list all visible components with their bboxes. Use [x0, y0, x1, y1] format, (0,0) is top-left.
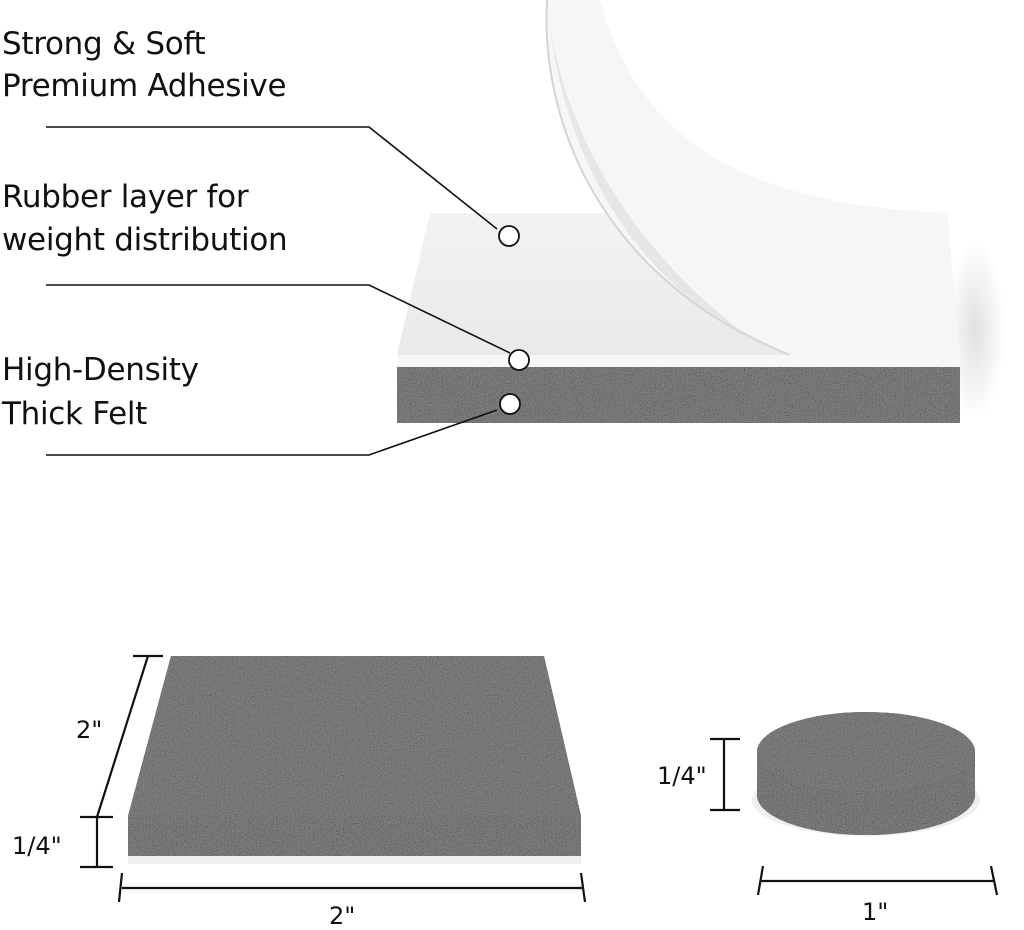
marker-rubber	[508, 349, 530, 371]
square-pad-width-label: 2"	[329, 902, 356, 930]
layered-pad-illustration	[397, 0, 1005, 423]
callout-lines	[46, 126, 511, 456]
callout-felt-line1: High-Density	[2, 352, 199, 388]
square-pad-thickness-label: 1/4"	[12, 832, 62, 860]
callout-felt-line2: Thick Felt	[2, 396, 148, 432]
square-pad-dimensions	[80, 654, 587, 903]
rubber-edge	[397, 355, 960, 367]
callout-line-rubber	[46, 284, 511, 354]
round-pad-top	[757, 712, 975, 792]
marker-felt	[499, 393, 521, 415]
callout-rubber-line2: weight distribution	[2, 222, 288, 258]
callout-adhesive-line2: Premium Adhesive	[2, 68, 287, 104]
square-pad-top	[128, 656, 581, 816]
round-pad-illustration	[752, 712, 980, 836]
square-pad-illustration	[128, 656, 581, 864]
round-pad-thickness-label: 1/4"	[657, 762, 707, 790]
round-pad-dimensions	[710, 737, 999, 896]
callout-line-adhesive	[46, 126, 498, 230]
square-pad-side	[128, 816, 581, 856]
callout-line-felt	[46, 409, 498, 456]
callout-markers	[498, 225, 530, 415]
felt-edge	[397, 367, 960, 423]
adhesive-liner	[546, 0, 960, 355]
round-pad-diameter-label: 1"	[862, 898, 889, 926]
marker-adhesive	[498, 225, 520, 247]
square-pad-rubber	[128, 856, 581, 864]
square-pad-depth-label: 2"	[76, 716, 103, 744]
callout-rubber-line1: Rubber layer for	[2, 179, 249, 215]
callout-adhesive-line1: Strong & Soft	[2, 26, 206, 62]
